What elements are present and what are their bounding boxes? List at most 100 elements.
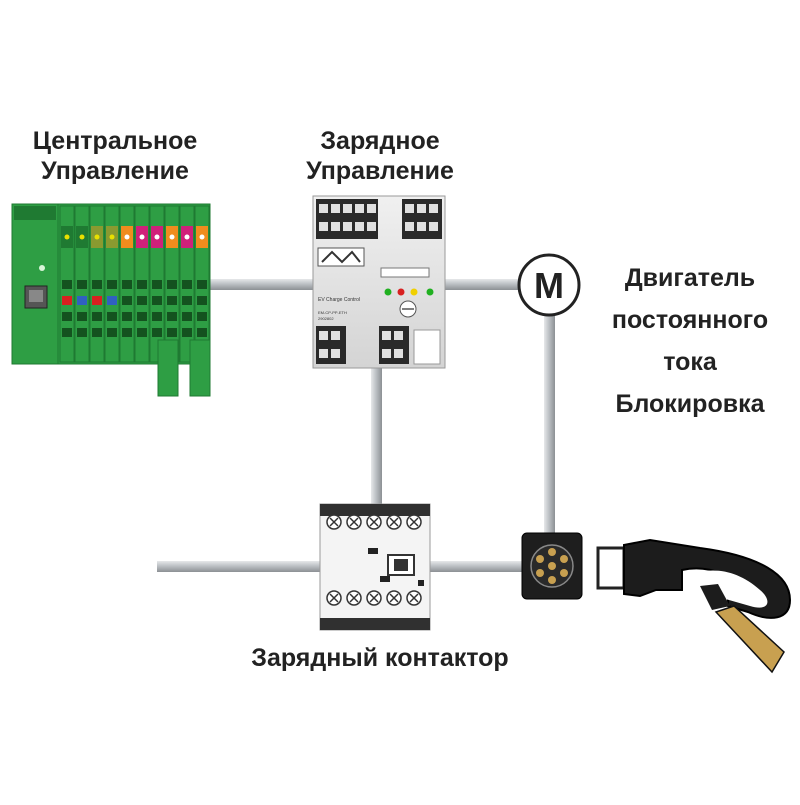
io-terminal: [122, 296, 132, 305]
io-terminal: [167, 296, 177, 305]
io-terminal: [152, 296, 162, 305]
terminal-screw: [319, 204, 328, 213]
io-terminal: [77, 312, 87, 321]
io-terminal: [182, 296, 192, 305]
io-terminal: [107, 312, 117, 321]
status-led-yellow: [410, 288, 418, 296]
terminal-screw: [355, 222, 364, 231]
module-line1: EM-CP-PP-ETH: [318, 310, 347, 315]
io-terminal: [197, 296, 207, 305]
plc-connector-right: [189, 339, 211, 397]
io-terminal: [152, 328, 162, 337]
plug-cable: [714, 605, 785, 674]
dip-switch-row: [380, 267, 430, 278]
wire-input-to-contactor: [157, 561, 322, 572]
plc-status-led: [39, 265, 45, 271]
terminal-screw: [405, 204, 414, 213]
status-led-green: [384, 288, 392, 296]
terminal-screw: [394, 331, 403, 340]
plc-connector-left: [157, 339, 179, 397]
wire-plc-to-charge: [208, 279, 314, 290]
io-module-led: [109, 234, 115, 240]
io-terminal: [197, 280, 207, 289]
io-terminal: [92, 296, 102, 305]
io-terminal: [152, 312, 162, 321]
io-module-led: [124, 234, 130, 240]
socket-pin: [536, 569, 544, 577]
plc-io-modules: [59, 205, 210, 363]
io-module-led: [169, 234, 175, 240]
contactor-screw-slot: [369, 517, 379, 527]
charge-control-label-line1: Зарядное: [320, 127, 440, 155]
io-terminal: [62, 312, 72, 321]
io-terminal: [77, 328, 87, 337]
central-control-label-line1: Центральное: [32, 127, 198, 155]
terminal-screw: [405, 222, 414, 231]
io-module-led: [154, 234, 160, 240]
charging-socket: [521, 532, 583, 600]
terminal-screw: [331, 204, 340, 213]
dc-motor-symbol: M: [517, 253, 581, 317]
terminal-screw: [382, 349, 391, 358]
socket-pin: [536, 555, 544, 563]
terminal-screw: [382, 331, 391, 340]
io-terminal: [182, 312, 192, 321]
terminal-screw: [319, 349, 328, 358]
io-terminal: [62, 296, 72, 305]
wire-charge-to-motor: [445, 279, 525, 290]
io-terminal: [122, 312, 132, 321]
status-led-red: [397, 288, 405, 296]
io-terminal: [137, 280, 147, 289]
io-module-led: [184, 234, 190, 240]
dc-motor-label-line2: постоянного: [611, 306, 769, 334]
io-terminal: [137, 312, 147, 321]
contactor-screw-slot: [409, 517, 419, 527]
status-led-green-2: [426, 288, 434, 296]
io-terminal: [92, 280, 102, 289]
io-terminal: [77, 280, 87, 289]
io-terminal: [152, 280, 162, 289]
contactor-screw-slot: [389, 593, 399, 603]
central-control-plc: [11, 203, 211, 397]
socket-pin: [560, 569, 568, 577]
io-terminal: [137, 328, 147, 337]
socket-pins: [536, 548, 568, 584]
terminal-screw: [417, 204, 426, 213]
dc-motor-label-line1: Двигатель: [624, 264, 756, 292]
io-module-led: [199, 234, 205, 240]
socket-pin: [548, 576, 556, 584]
io-terminal: [77, 296, 87, 305]
io-terminal: [107, 296, 117, 305]
central-control-label-line2: Управление: [41, 157, 189, 185]
contactor-screws: [326, 514, 422, 606]
terminal-screw: [367, 204, 376, 213]
io-terminal: [167, 312, 177, 321]
io-terminal: [167, 328, 177, 337]
terminal-screw: [367, 222, 376, 231]
terminal-screw: [417, 222, 426, 231]
io-terminal: [182, 328, 192, 337]
io-terminal: [182, 280, 192, 289]
motor-letter: M: [534, 265, 564, 306]
io-terminal: [137, 296, 147, 305]
dc-motor-label-line4: Блокировка: [615, 390, 765, 418]
terminal-screw: [429, 204, 438, 213]
io-terminal: [122, 280, 132, 289]
charging-plug: [596, 538, 792, 674]
charge-control-label: Зарядное Управление: [280, 126, 480, 186]
contactor-screw-slot: [369, 593, 379, 603]
io-module-led: [64, 234, 70, 240]
socket-pin: [548, 562, 556, 570]
contactor-screw-slot: [349, 593, 359, 603]
contactor-screw-slot: [349, 517, 359, 527]
wire-contactor-to-socket: [430, 561, 526, 572]
io-terminal: [197, 328, 207, 337]
terminal-screw: [355, 204, 364, 213]
wires: [157, 279, 555, 572]
io-module-led: [139, 234, 145, 240]
io-module-led: [94, 234, 100, 240]
contactor-screw-slot: [329, 517, 339, 527]
io-terminal: [107, 280, 117, 289]
contactor-screw-slot: [389, 517, 399, 527]
